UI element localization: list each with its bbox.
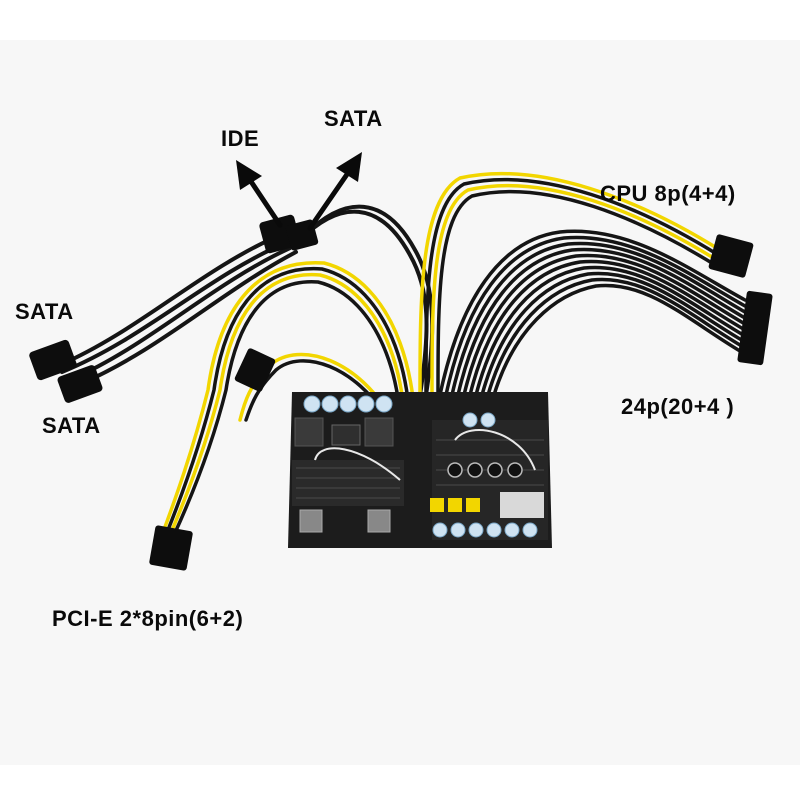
label-sata-left-2: SATA <box>42 413 101 438</box>
label-cpu-8pin: CPU 8p(4+4) <box>600 181 736 206</box>
label-sata-left: SATA <box>15 299 74 324</box>
label-ide: IDE <box>221 126 260 151</box>
psu-board <box>288 392 552 548</box>
atx-24pin-connector <box>737 290 773 366</box>
bottom-band <box>0 765 800 800</box>
pcie-8pin-connector <box>149 348 276 571</box>
pcie-cable <box>160 261 418 537</box>
sata-connector-left <box>29 339 103 403</box>
label-pcie: PCI-E 2*8pin(6+2) <box>52 606 244 631</box>
arrow-ide <box>236 160 283 228</box>
cpu-8pin-cable <box>418 171 722 397</box>
label-sata-top: SATA <box>324 106 383 131</box>
atx-24pin-cable <box>438 229 747 397</box>
top-band <box>0 0 800 40</box>
label-atx-24pin: 24p(20+4 ) <box>621 394 735 419</box>
cpu-8pin-connector <box>708 234 754 278</box>
arrow-sata-top <box>307 152 362 231</box>
